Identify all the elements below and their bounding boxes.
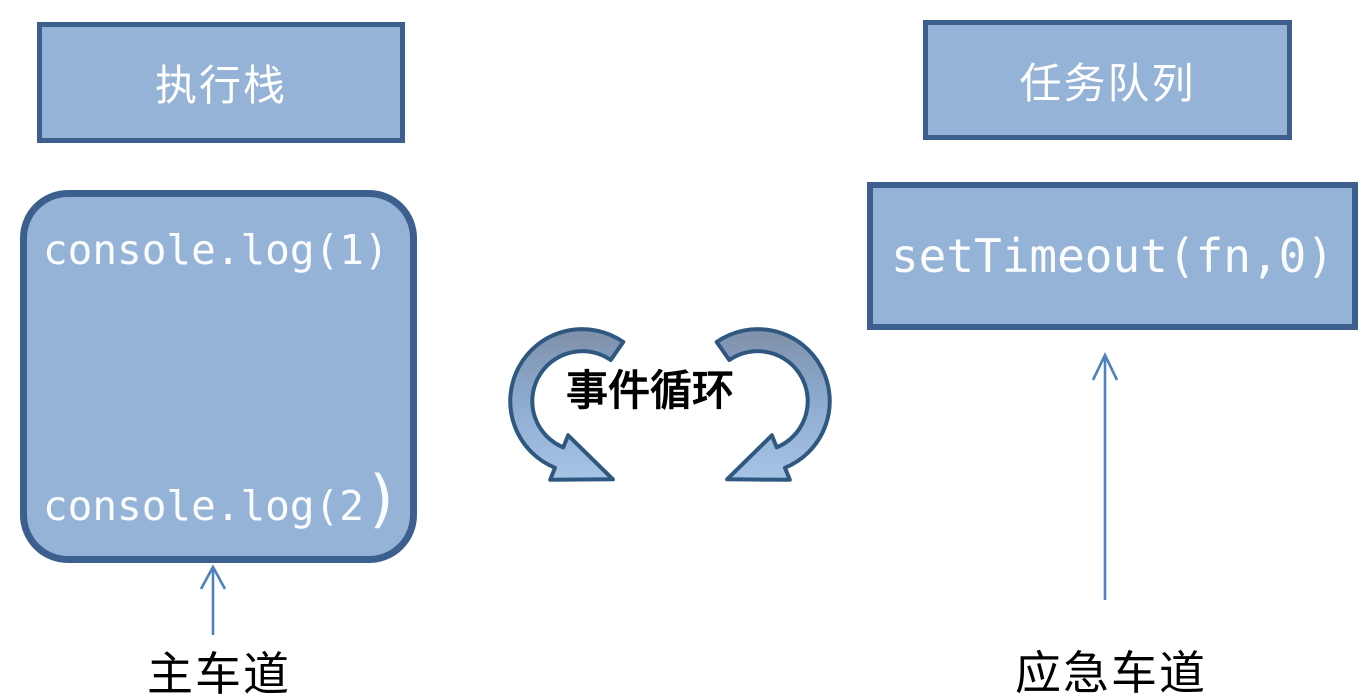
queue-code-line: setTimeout(fn,0) xyxy=(890,229,1335,283)
task-queue-header-box: 任务队列 xyxy=(923,20,1292,140)
stack-code-line-2-text: console.log(2 xyxy=(43,482,364,530)
execution-stack-header-box: 执行栈 xyxy=(37,22,405,143)
execution-stack-box: console.log(1) console.log(2) xyxy=(20,190,417,563)
main-lane-label: 主车道 xyxy=(147,648,291,699)
execution-stack-header-label: 执行栈 xyxy=(154,62,287,109)
stack-code-line-2: console.log(2) xyxy=(43,468,401,530)
event-loop-circular-arrows-icon xyxy=(508,327,832,482)
main-lane-arrow-icon xyxy=(199,564,227,635)
task-queue-box: setTimeout(fn,0) xyxy=(867,182,1358,330)
stack-code-line-2-paren: ) xyxy=(363,462,402,535)
stack-code-line-1: console.log(1) xyxy=(43,226,389,274)
emergency-lane-label: 应急车道 xyxy=(1015,647,1207,699)
task-queue-header-label: 任务队列 xyxy=(1019,59,1196,107)
loop-arrow-left xyxy=(508,327,626,482)
emergency-lane-arrow-icon xyxy=(1091,351,1119,600)
loop-arrow-right xyxy=(714,327,832,482)
event-loop-label: 事件循环 xyxy=(565,367,734,414)
